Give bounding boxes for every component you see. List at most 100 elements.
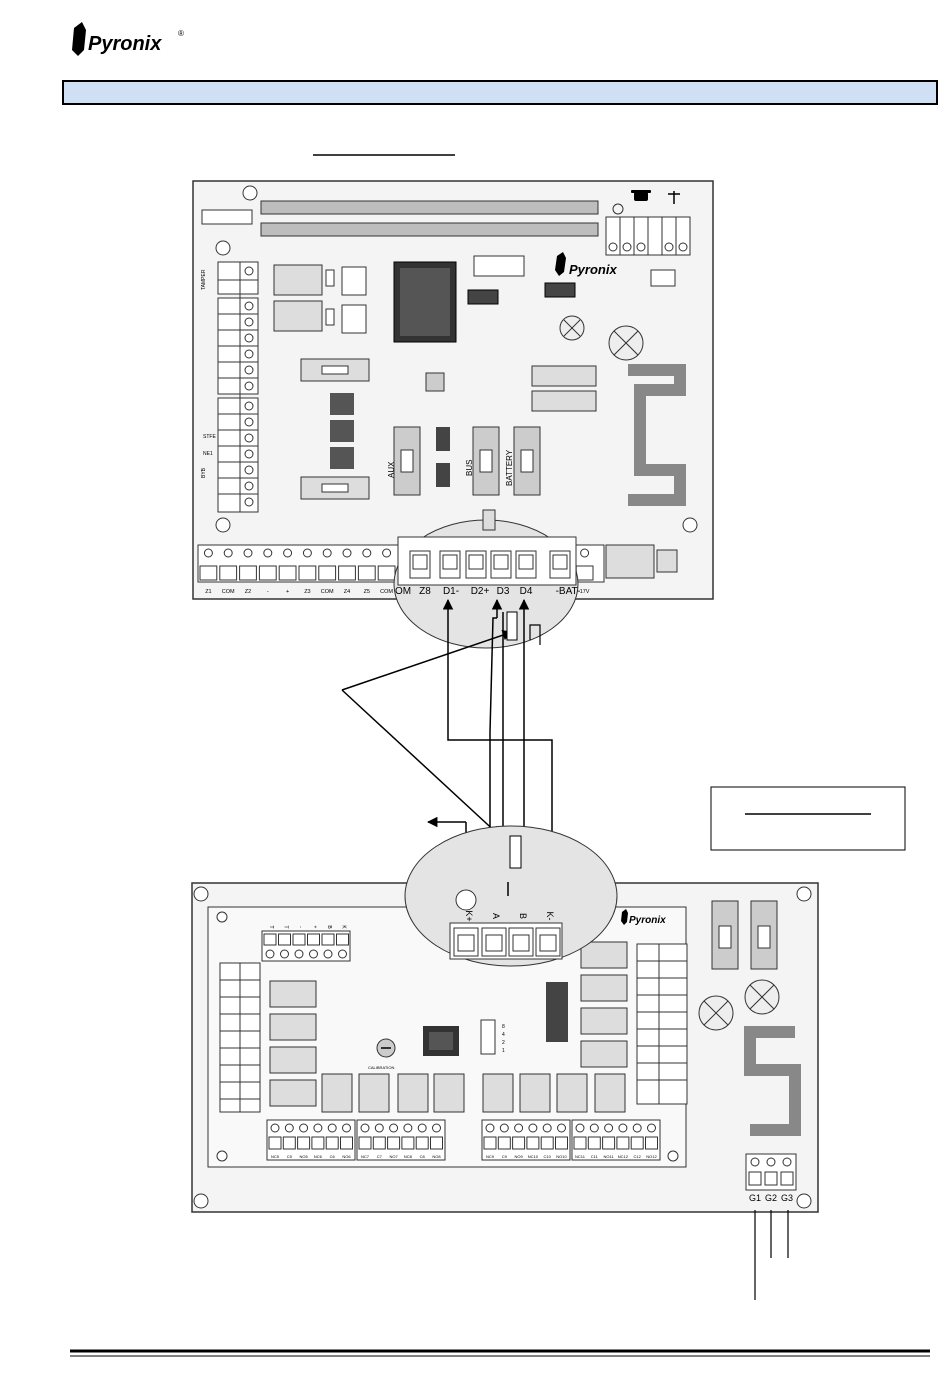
- lower-terminal-label: NO10: [556, 1154, 567, 1159]
- lower-zoom-label: A: [491, 913, 501, 919]
- g-terminal-label: G2: [765, 1193, 777, 1203]
- telephone-terminal-block: [605, 216, 691, 256]
- terminal-screw: [377, 565, 396, 581]
- terminal-screw: [239, 565, 257, 581]
- lower-terminal-label: C7: [377, 1154, 383, 1159]
- battery-label: BATTERY: [505, 449, 514, 486]
- ground-symbol: [612, 203, 624, 215]
- lower-terminal-label: C6: [330, 1154, 336, 1159]
- lower-top-terminal-label: T: [268, 925, 274, 928]
- lower-terminal-label: NC6: [314, 1154, 323, 1159]
- lower-terminal-label: NO11: [604, 1154, 615, 1159]
- terminal-screw: [199, 565, 218, 581]
- lower-terminal-label: NO12: [646, 1154, 657, 1159]
- zoom-terminal-label: Z8: [419, 586, 431, 597]
- lower-top-terminal-label: T: [283, 925, 289, 928]
- logo-trademark: ®: [178, 29, 184, 38]
- wire-d1-to-k: [447, 612, 558, 877]
- terminal-screw: [338, 565, 356, 581]
- lower-panel-logo: Pyronix: [621, 909, 666, 926]
- zoom-terminal-label: D1-: [443, 586, 459, 597]
- upper-terminal-label: COM: [222, 589, 235, 595]
- lower-terminal-label: NC5: [271, 1154, 280, 1159]
- upper-terminal-label: COM: [380, 589, 393, 595]
- battery-switch: [513, 426, 541, 496]
- calibration-pot: [376, 1038, 396, 1058]
- zoom-terminal-label: D3: [497, 586, 510, 597]
- svg-text:Pyronix: Pyronix: [629, 915, 666, 926]
- zoom-terminal-label: D4: [520, 586, 533, 597]
- lower-terminal-label: NO7: [389, 1154, 398, 1159]
- terminal-screw: [298, 565, 317, 581]
- main-processor-chip: [393, 261, 457, 343]
- aux-label: AUX: [387, 461, 396, 478]
- terminal-screw-head: [283, 548, 293, 558]
- terminal-screw-head: [382, 548, 392, 558]
- lower-terminal-label: C10: [544, 1154, 552, 1159]
- lower-terminal-label: C9: [502, 1154, 508, 1159]
- svg-text:2: 2: [502, 1040, 505, 1046]
- lower-top-terminal-label: B: [326, 925, 332, 929]
- upper-terminal-label: Z4: [344, 589, 350, 595]
- terminal-screw: [258, 565, 277, 581]
- bus-label: BUS: [465, 460, 474, 476]
- terminal-screw-head: [203, 548, 213, 558]
- ne1-label: NE1: [203, 451, 213, 457]
- lower-terminal-label: C12: [634, 1154, 642, 1159]
- tamper-label: TAMPER: [201, 269, 207, 290]
- upper-terminal-label: Z3: [304, 589, 310, 595]
- lower-terminal-label: NC8: [404, 1154, 413, 1159]
- terminal-screw: [318, 565, 337, 581]
- terminal-screw-head: [342, 548, 352, 558]
- lower-terminal-label: NC10: [528, 1154, 539, 1159]
- lower-terminal-label: NC9: [486, 1154, 495, 1159]
- upper-terminal-label: -: [267, 589, 269, 595]
- lower-terminal-label: NO6: [342, 1154, 351, 1159]
- upper-terminal-label: Z5: [364, 589, 370, 595]
- upper-panel-logo: Pyronix: [555, 252, 617, 277]
- logo-text: Pyronix: [88, 33, 162, 55]
- note-box: [710, 786, 906, 851]
- telephone-icon: [631, 190, 651, 201]
- zoom-terminal-label: OM: [395, 586, 411, 597]
- lower-terminal-label: C11: [591, 1154, 599, 1159]
- terminal-screw: [575, 565, 594, 581]
- stfe-label: STFE: [203, 434, 216, 440]
- svg-text:Pyronix: Pyronix: [569, 262, 617, 277]
- terminal-screw: [357, 565, 376, 581]
- g-terminal-label: G1: [749, 1193, 761, 1203]
- upper-terminal-label: +: [286, 589, 289, 595]
- lower-terminal-label: NC12: [618, 1154, 629, 1159]
- lower-terminal-label: C8: [420, 1154, 426, 1159]
- lower-zoom-label: K+: [464, 910, 474, 921]
- lower-top-terminal-label: -: [297, 926, 303, 928]
- upper-left-terminals: [217, 261, 259, 513]
- terminal-screw-head: [302, 548, 312, 558]
- svg-text:4: 4: [502, 1032, 505, 1038]
- section-header-bar: [62, 80, 938, 105]
- terminal-screw: [278, 565, 297, 581]
- terminal-screw-head: [322, 548, 332, 558]
- pointer-line-upper: [341, 630, 513, 691]
- svg-text:8: 8: [502, 1024, 505, 1030]
- terminal-screw-head: [580, 548, 590, 558]
- upper-terminal-label: Z2: [245, 589, 251, 595]
- lower-top-terminal-label: K: [341, 925, 347, 929]
- zoom-terminal-label: D2+: [471, 586, 490, 597]
- pyronix-logo: Pyronix ®: [72, 22, 184, 56]
- zoom-terminal-label: -BAT-: [556, 586, 581, 597]
- dip-switch: [480, 1019, 496, 1055]
- lower-terminal-label: NC7: [361, 1154, 370, 1159]
- aux-switch: [393, 426, 421, 496]
- terminal-screw-head: [243, 548, 253, 558]
- terminal-screw-head: [223, 548, 233, 558]
- upper-terminal-label: COM: [321, 589, 334, 595]
- terminal-screw-head: [362, 548, 372, 558]
- pointer-line-lower: [341, 689, 501, 837]
- svg-text:1: 1: [502, 1048, 505, 1054]
- g-terminal-label: G3: [781, 1193, 793, 1203]
- g-terminal-wires: [754, 1210, 789, 1300]
- lower-terminal-label: C5: [287, 1154, 293, 1159]
